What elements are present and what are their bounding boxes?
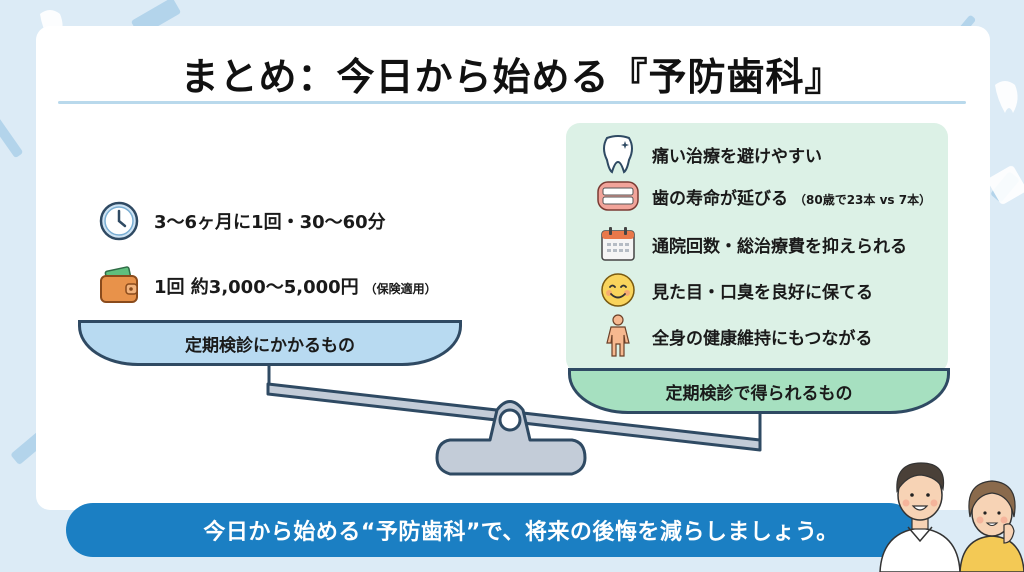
benefit-item: 見た目・口臭を良好に保てる xyxy=(596,272,873,308)
scale-fulcrum xyxy=(435,400,587,476)
cost-pan-label: 定期検診にかかるもの xyxy=(185,335,355,356)
hand-on-cheek xyxy=(1003,523,1015,544)
bottom-banner: 今日から始める“予防歯科”で、将来の後悔を減らしましょう。 xyxy=(66,503,916,557)
benefit-text: 歯の寿命が延びる xyxy=(652,188,788,209)
smiley-icon xyxy=(596,272,640,308)
cost-item-price: 1回 約3,000〜5,000円 （保険適用） xyxy=(98,266,437,306)
benefit-note: （80歳で23本 vs 7本） xyxy=(794,192,932,207)
title-divider xyxy=(58,101,966,104)
fulcrum-pivot xyxy=(498,408,522,432)
cost-scale-pan: 定期検診にかかるもの xyxy=(78,320,462,366)
benefit-text: 痛い治療を避けやすい xyxy=(652,146,822,167)
benefit-pan-label: 定期検診で得られるもの xyxy=(665,383,853,404)
cost-item-text: 1回 約3,000〜5,000円 xyxy=(154,277,359,298)
benefit-text: 通院回数・総治療費を抑えられる xyxy=(652,236,907,257)
banner-text: 今日から始める“予防歯科”で、将来の後悔を減らしましょう。 xyxy=(203,520,839,545)
dentures-icon xyxy=(596,180,640,212)
cost-item-time: 3〜6ヶ月に1回・30〜60分 xyxy=(98,200,386,242)
benefit-item: 通院回数・総治療費を抑えられる xyxy=(596,226,907,262)
benefit-scale-pan: 定期検診で得られるもの xyxy=(568,368,950,414)
tooth-icon xyxy=(596,134,640,174)
benefit-item: 歯の寿命が延びる （80歳で23本 vs 7本） xyxy=(596,180,931,212)
cost-item-note: （保険適用） xyxy=(364,282,437,296)
wallet-icon xyxy=(98,266,140,306)
clock-icon xyxy=(98,200,140,242)
couple-illustration xyxy=(879,462,1024,572)
woman-illustration xyxy=(959,480,1024,572)
man-illustration xyxy=(879,462,961,572)
benefit-item: 全身の健康維持にもつながる xyxy=(596,314,872,358)
person-icon xyxy=(596,314,640,358)
page-title: まとめ：今日から始める『予防歯科』 xyxy=(180,55,844,99)
benefit-text: 全身の健康維持にもつながる xyxy=(652,328,873,349)
benefit-item: 痛い治療を避けやすい xyxy=(596,134,822,174)
calendar-icon xyxy=(596,226,640,262)
benefit-text: 見た目・口臭を良好に保てる xyxy=(652,282,873,303)
cost-item-text: 3〜6ヶ月に1回・30〜60分 xyxy=(154,212,386,233)
